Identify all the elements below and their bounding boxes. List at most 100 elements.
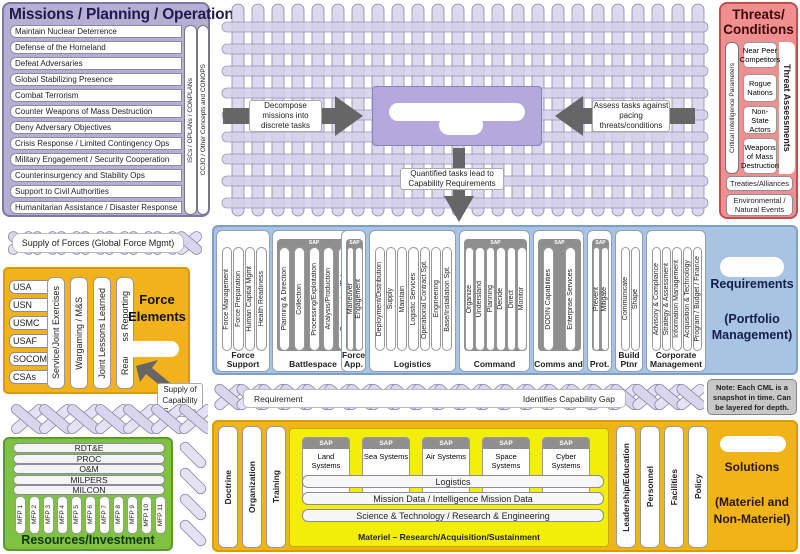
mission-item: Counterinsurgency and Stability Ops (10, 169, 182, 182)
service-item: CSAs (9, 370, 49, 384)
requirement-column: Decide (496, 247, 506, 351)
mfp-label: MFP 2 (31, 505, 38, 525)
requirement-column: Health Readiness (256, 247, 267, 351)
requirement-column-label: DODIN Capabilities (545, 268, 553, 330)
solution-column: Doctrine (218, 426, 238, 548)
decompose-label: Decompose missions into discrete tasks (249, 100, 322, 132)
threat-item: Near Peer Competitors (740, 42, 780, 68)
mfp-label: MFP 8 (115, 505, 122, 525)
mfp-item: MFP 8 (113, 496, 124, 534)
mission-item: Maintain Nuclear Deterrence (10, 25, 182, 38)
weave-strand (179, 493, 207, 521)
requirement-column: Engineering (430, 247, 442, 351)
solution-column: Training (266, 426, 286, 548)
mfp-label: MFP 10 (143, 503, 150, 527)
appropriation-item: RDT&E (13, 443, 165, 453)
sap-header: SAP (592, 239, 609, 248)
solutions-subtitle: (Materiel and Non-Materiel) (713, 495, 791, 526)
requirement-column: Communicate (620, 247, 630, 351)
mission-item: Global Stabilizing Presence (10, 73, 182, 86)
threat-assessments-bar: Threat Assessments (779, 42, 795, 174)
threat-item: Weapons of Mass Destruction (741, 138, 779, 174)
appropriation-item: O&M (13, 464, 165, 474)
weave-strand-h (221, 21, 709, 33)
force-column-label: Joint Lessons Learned (97, 287, 107, 379)
requirement-column-label: Mitigate (601, 286, 609, 312)
requirement-column: Prevent (592, 247, 600, 351)
requirement-column-label: Logistic Services (409, 272, 417, 326)
requirement-column: Logistic Services (408, 247, 419, 351)
materiel-label: Materiel – Research/Acquisition/Sustainm… (358, 532, 540, 542)
system-label: Space Systems (491, 452, 521, 470)
mission-item: Defeat Adversaries (10, 57, 182, 70)
service-item: USMC (9, 316, 49, 330)
sap-header: SAP (346, 239, 363, 248)
requirement-column-label: Engineering (432, 280, 440, 318)
system-label: Sea Systems (363, 452, 409, 461)
mission-item: Support to Civil Authorities (10, 185, 182, 198)
resources-title: Resources/Investment (21, 533, 155, 547)
requirement-column: Advisory & Compliance (651, 247, 661, 351)
mfp-item: MFP 2 (29, 496, 40, 534)
requirement-group-label: Build Ptnr (618, 350, 640, 369)
sap-header: SAP (483, 438, 529, 449)
force-elements-title: Force Elements (128, 292, 186, 324)
requirement-column: Processing/Exploitation (308, 247, 320, 351)
redacted-label (720, 436, 786, 452)
requirement-column-label: Human Capital Mgmt (246, 266, 254, 332)
note-box: Note: Each CML is a snapshot in time. Ca… (707, 379, 797, 415)
service-item: SOCOM (9, 352, 49, 366)
redacted-label (720, 257, 784, 277)
requirement-column-label: Acquisition & Technology (683, 260, 691, 338)
weave-strand (676, 383, 704, 411)
mfp-item: MFP 10 (141, 496, 152, 534)
requirement-column-label: Deployment/Distribution (376, 261, 384, 337)
missions-panel: Missions / Planning / Operations Maintai… (2, 2, 243, 217)
sap-header: SAP (277, 239, 351, 248)
requirement-column: Enterprise Services (564, 247, 576, 351)
critical-intel-bar: Critical Intelligence Parameters (725, 42, 739, 174)
weave-strand-h (221, 43, 709, 55)
solution-column: Personnel (640, 426, 660, 548)
weave-strand (179, 441, 207, 469)
requirement-column: Human Capital Mgmt (244, 247, 255, 351)
materiel-layer: Logistics (302, 475, 604, 488)
mfp-item: MFP 1 (15, 496, 26, 534)
requirement-column-label: Organize (465, 284, 473, 314)
sap-bar (464, 247, 527, 351)
appropriation-item: MILCON (13, 485, 165, 495)
requirement-column: Mitigate (601, 247, 609, 351)
missions-title: Missions / Planning / Operations (9, 6, 243, 23)
solution-column-label: Training (271, 470, 281, 504)
mfp-label: MFP 7 (101, 505, 108, 525)
solution-column: Policy (688, 426, 708, 548)
treaties-item: Treaties/Alliances (726, 176, 793, 191)
weave-strand-h (221, 65, 709, 77)
mission-item: Crisis Response / Limited Contingency Op… (10, 137, 182, 150)
mfp-label: MFP 11 (157, 503, 164, 527)
requirement-column: Information Management (672, 247, 682, 351)
requirement-column: Collection (293, 247, 305, 351)
requirement-column-label: Collection (295, 283, 303, 315)
solution-column-label: Personnel (645, 466, 655, 508)
materiel-layer: Science & Technology / Research & Engine… (302, 509, 604, 522)
requirement-column-label: Prevent (592, 286, 600, 312)
weave-strand (179, 519, 207, 547)
sap-header: SAP (423, 438, 469, 449)
requirement-column: Understand (475, 247, 485, 351)
requirement-column: Planning & Direction (278, 247, 290, 351)
requirement-column-label: Strategy & Assessment (663, 262, 671, 336)
threats-title: Threats/ Conditions (723, 7, 794, 37)
requirement-column: Operational Contract Spt. (419, 247, 430, 351)
